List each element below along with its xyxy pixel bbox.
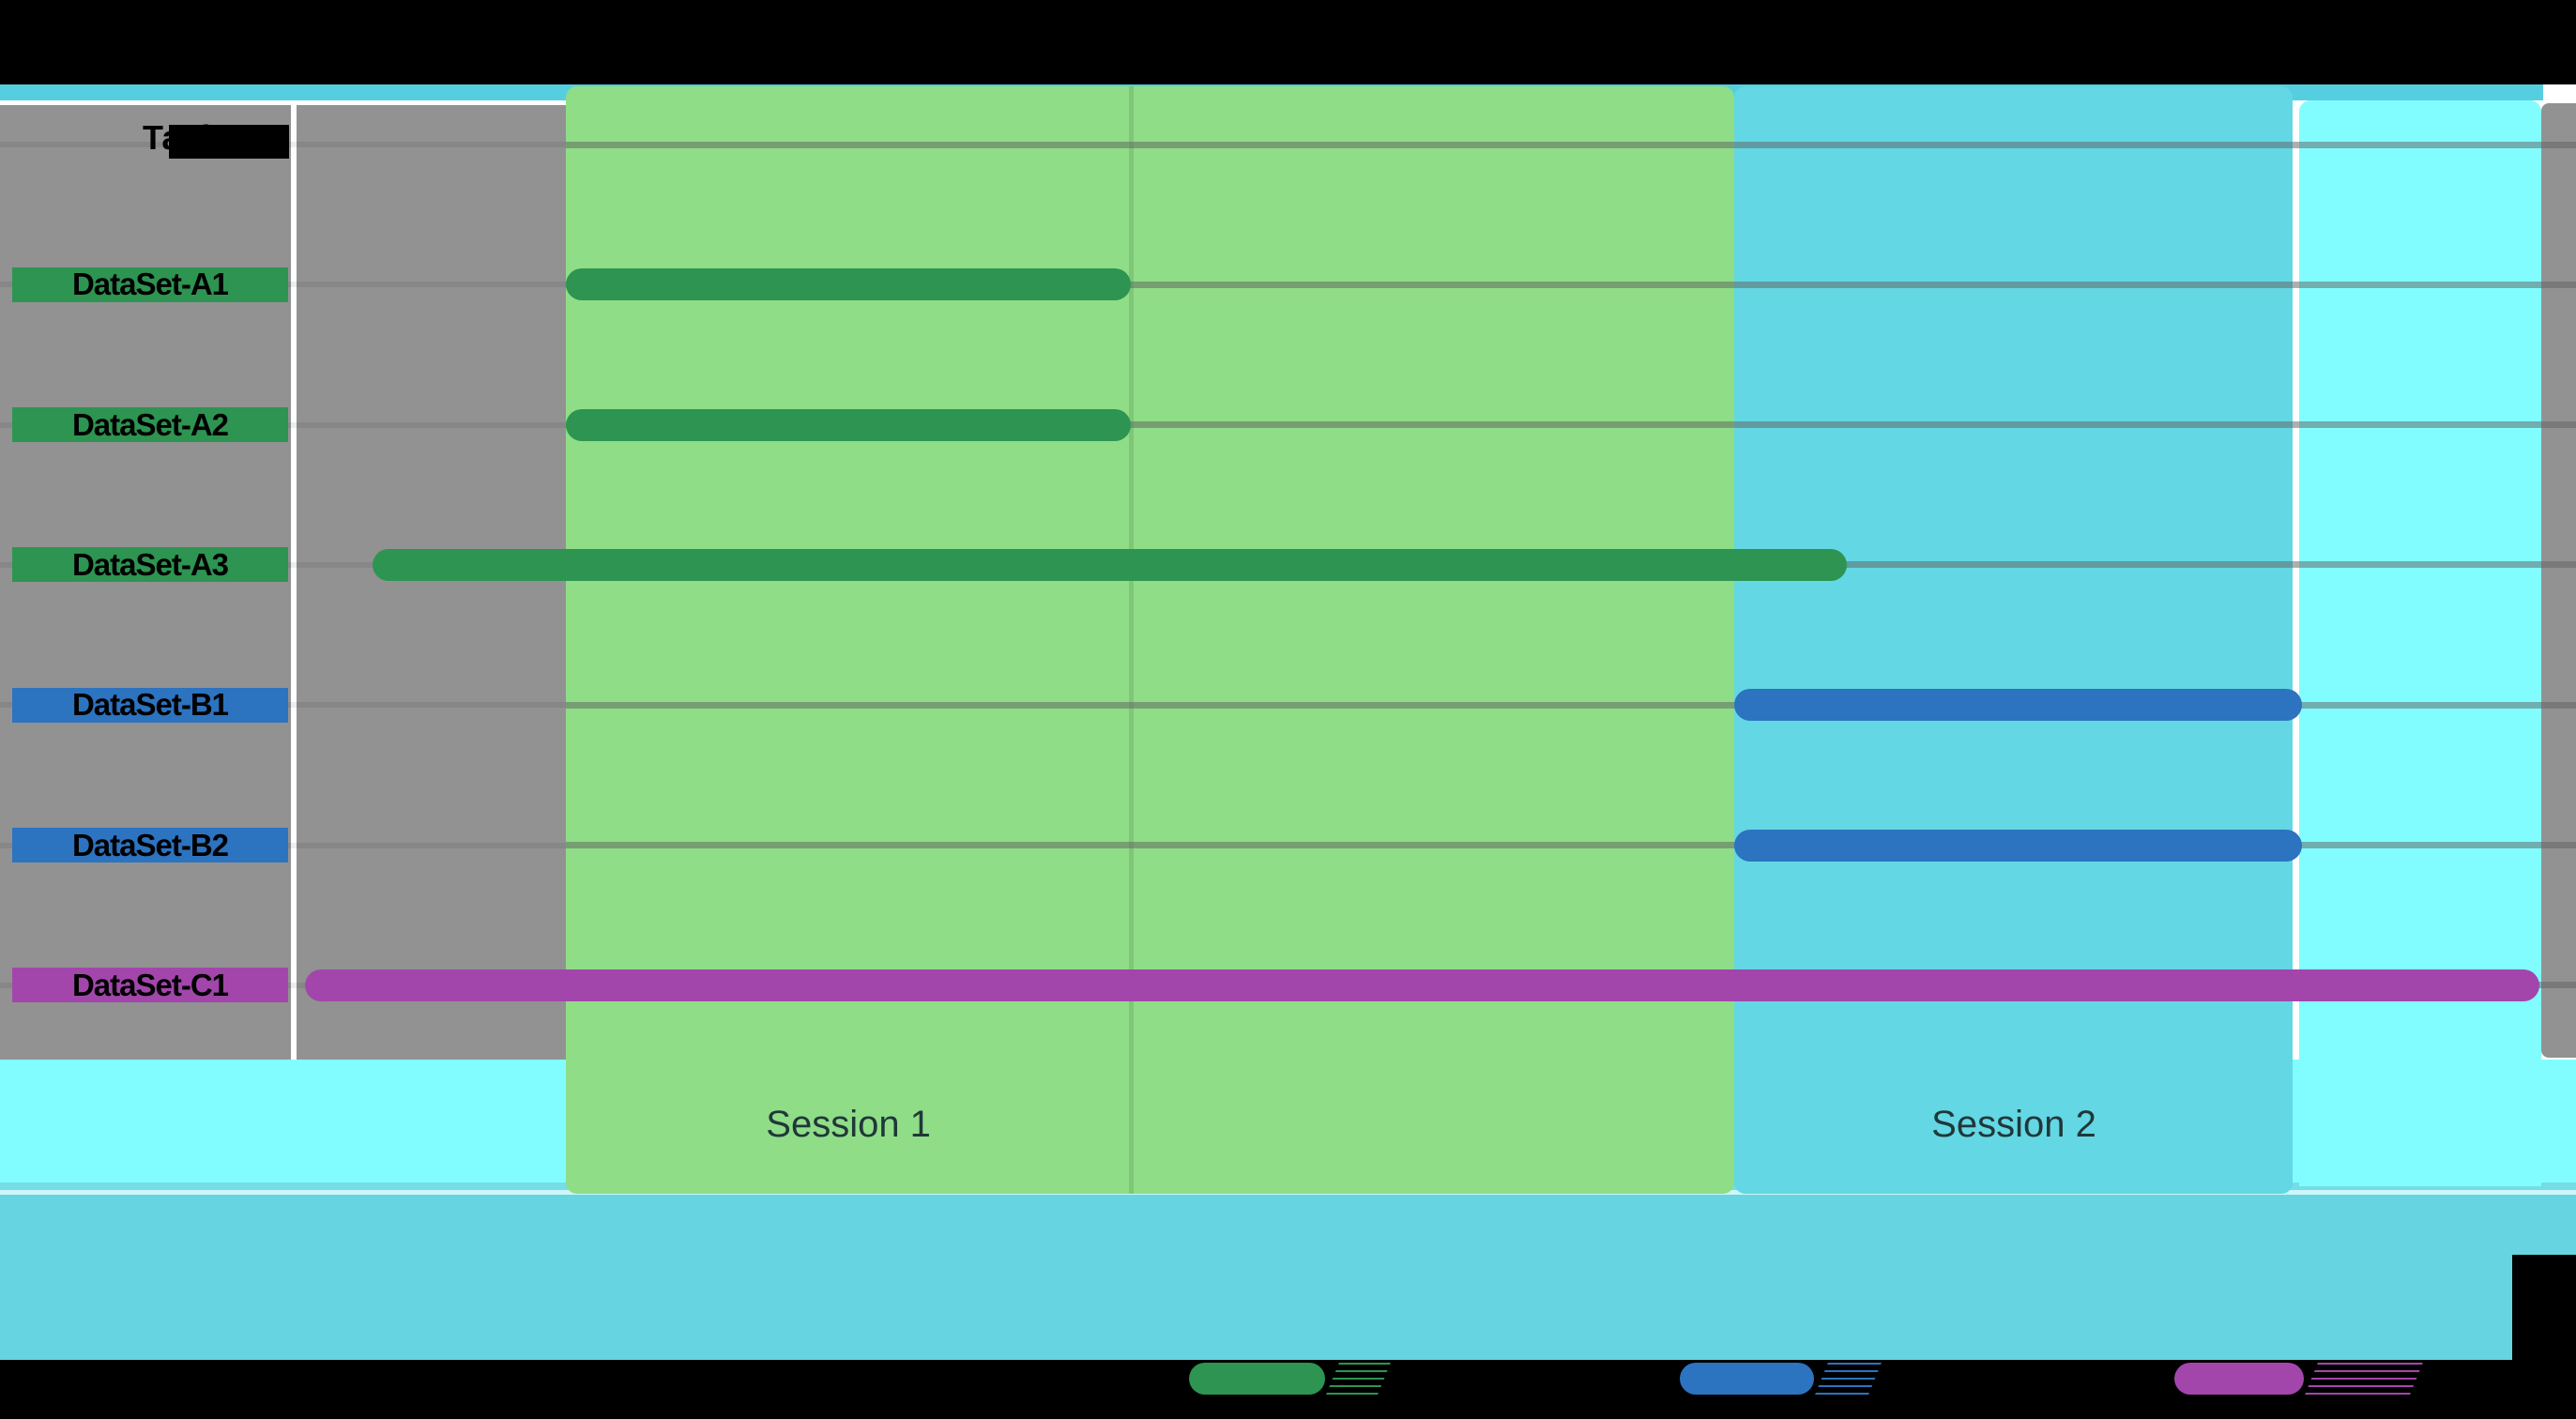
task-bar	[372, 548, 1847, 581]
gridline-left-segment	[0, 142, 566, 147]
task-label-badge: DataSet-C1	[12, 968, 288, 1003]
legend-swatch-series-c	[2174, 1363, 2304, 1395]
task-bar	[1733, 689, 2303, 722]
gridline	[566, 842, 2576, 849]
tasks-title-redaction-box	[169, 125, 289, 159]
task-label-badge: DataSet-A2	[12, 407, 288, 443]
gridline	[566, 701, 2576, 709]
session-label: Session 1	[766, 1104, 931, 1145]
label-column-divider	[291, 105, 297, 1060]
session-label: Session 2	[1931, 1104, 2096, 1145]
bottom-cyan-band	[0, 1195, 2576, 1360]
session1-inner-seam	[1129, 86, 1134, 1194]
task-label-badge: DataSet-A3	[12, 547, 288, 583]
legend-swatch-series-a	[1189, 1363, 1325, 1395]
task-bar	[305, 969, 2539, 1001]
task-bar	[565, 268, 1132, 301]
bottom-right-redaction-box	[2512, 1255, 2576, 1419]
legend-swatch-series-b	[1680, 1363, 1814, 1395]
task-label-badge: DataSet-B1	[12, 687, 288, 723]
legend-slash-series-c	[2305, 1363, 2423, 1395]
task-label-badge: DataSet-A1	[12, 267, 288, 302]
gridline	[566, 421, 2576, 429]
gridline	[566, 281, 2576, 288]
gridline	[566, 141, 2576, 148]
left-gray-panel	[0, 105, 568, 1060]
top-black-bar	[0, 0, 2576, 84]
right-gray-column	[2541, 103, 2576, 1058]
task-label-badge: DataSet-B2	[12, 828, 288, 863]
task-bar	[1733, 829, 2303, 862]
session2-column	[1734, 86, 2293, 1194]
task-bar	[565, 408, 1132, 441]
